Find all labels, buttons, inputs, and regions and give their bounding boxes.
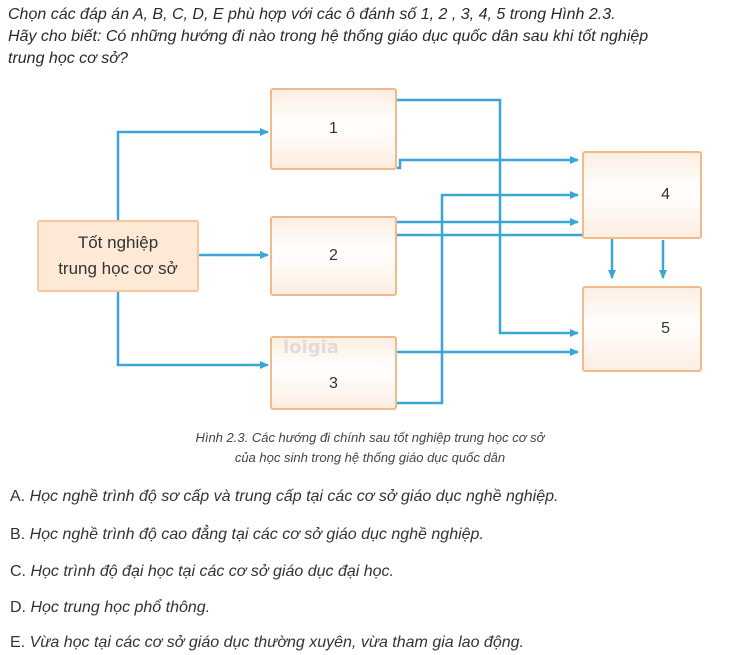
option-e: E. Vừa học tại các cơ sở giáo dục thường… <box>10 632 524 654</box>
box-3-label: 3 <box>329 375 338 392</box>
question-text: Chọn các đáp án A, B, C, D, E phù hợp vớ… <box>8 4 730 70</box>
option-e-text: Vừa học tại các cơ sở giáo dục thường xu… <box>29 634 524 651</box>
caption-line-2: của học sinh trong hệ thống giáo dục quố… <box>234 450 506 465</box>
option-b: B. Học nghề trình độ cao đẳng tại các cơ… <box>10 524 484 546</box>
question-line-2: Hãy cho biết: Có những hướng đi nào tron… <box>8 28 649 45</box>
box-4-label: 4 <box>661 186 670 203</box>
box-2-label: 2 <box>329 247 338 264</box>
start-label-line-1: Tốt nghiệp <box>77 233 159 252</box>
box-5-label: 5 <box>661 320 670 337</box>
arrow-2-to-5 <box>397 233 616 279</box>
option-c-text: Học trình độ đại học tại các cơ sở giáo … <box>30 563 394 580</box>
box-4: 4 <box>582 151 702 239</box>
arrow-1-to-5 <box>397 98 579 337</box>
option-b-letter: B. <box>10 526 26 543</box>
box-2: 2 <box>270 216 397 296</box>
option-a-letter: A. <box>10 488 26 505</box>
option-a: A. Học nghề trình độ sơ cấp và trung cấp… <box>10 486 558 508</box>
start-label-line-2: trung học cơ sở <box>58 259 178 278</box>
figure-caption: Hình 2.3. Các hướng đi chính sau tốt ngh… <box>120 428 620 468</box>
box-5: 5 <box>582 286 702 372</box>
arrow-1-to-4 <box>397 156 579 170</box>
watermark: loigia <box>283 337 339 358</box>
question-line-1: Chọn các đáp án A, B, C, D, E phù hợp vớ… <box>8 6 616 23</box>
option-b-text: Học nghề trình độ cao đẳng tại các cơ sở… <box>29 526 484 543</box>
option-d-letter: D. <box>10 599 26 616</box>
question-line-3: trung học cơ sở? <box>8 50 128 67</box>
option-a-text: Học nghề trình độ sơ cấp và trung cấp tạ… <box>29 488 559 505</box>
caption-line-1: Hình 2.3. Các hướng đi chính sau tốt ngh… <box>195 430 545 445</box>
option-d: D. Học trung học phổ thông. <box>10 597 210 619</box>
start-box: Tốt nghiệp trung học cơ sở <box>37 220 199 292</box>
option-e-letter: E. <box>10 634 26 651</box>
arrow-3-to-4 <box>397 191 579 405</box>
box-1-label: 1 <box>329 120 338 137</box>
arrow-start-to-3 <box>116 292 269 369</box>
arrow-start-to-1 <box>116 128 269 220</box>
box-1: 1 <box>270 88 397 170</box>
box-3: 3 <box>270 336 397 410</box>
option-c: C. Học trình độ đại học tại các cơ sở gi… <box>10 561 394 583</box>
option-d-text: Học trung học phổ thông. <box>30 599 211 616</box>
option-c-letter: C. <box>10 563 26 580</box>
